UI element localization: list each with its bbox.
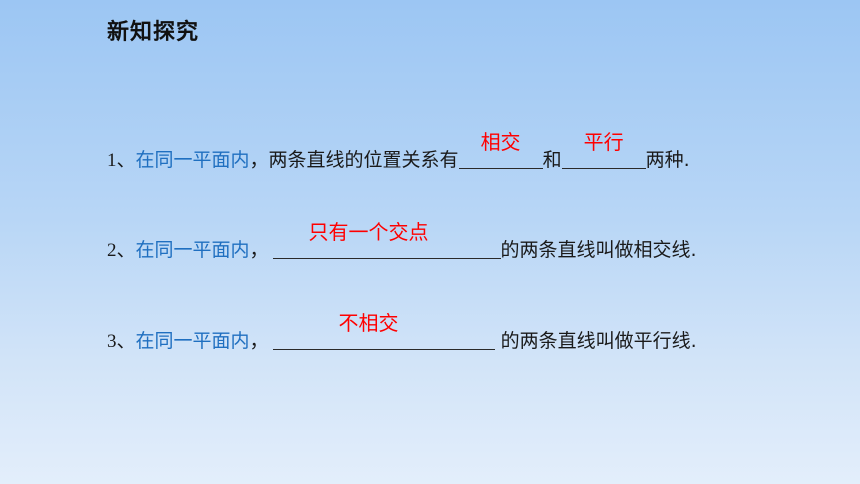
answer-text: 不相交 (338, 311, 399, 335)
statement-text: 和 (542, 149, 562, 171)
condition-text: 在同一平面内 (135, 149, 250, 171)
answer-blank: 只有一个交点 (272, 220, 501, 259)
statement-3: 3、 在同一平面内 ， 不相交 的两条直线叫做平行线. (107, 311, 697, 353)
item-number: 3、 (107, 331, 136, 352)
answer-blank: 不相交 (272, 311, 495, 350)
answer-text: 只有一个交点 (308, 220, 429, 244)
statement-text: 的两条直线叫做平行线. (494, 330, 697, 352)
separator: ， (249, 330, 269, 352)
statement-text: 两条直线的位置关系有 (268, 149, 459, 171)
slide-title: 新知探究 (107, 20, 200, 45)
separator: ， (249, 149, 269, 171)
statement-text: 的两条直线叫做相交线. (500, 239, 697, 261)
answer-text: 相交 (480, 130, 521, 154)
item-number: 2、 (107, 240, 136, 261)
separator: ， (249, 239, 269, 261)
answer-text: 平行 (583, 130, 624, 154)
item-number: 1、 (107, 150, 136, 171)
statement-text: 两种. (645, 149, 690, 171)
answer-blank: 相交 (458, 130, 543, 169)
condition-text: 在同一平面内 (135, 330, 250, 352)
condition-text: 在同一平面内 (135, 239, 250, 261)
statement-2: 2、 在同一平面内 ， 只有一个交点 的两条直线叫做相交线. (107, 220, 697, 262)
answer-blank: 平行 (561, 130, 646, 169)
statement-1: 1、 在同一平面内 ， 两条直线的位置关系有 相交 和 平行 两种. (107, 130, 690, 172)
